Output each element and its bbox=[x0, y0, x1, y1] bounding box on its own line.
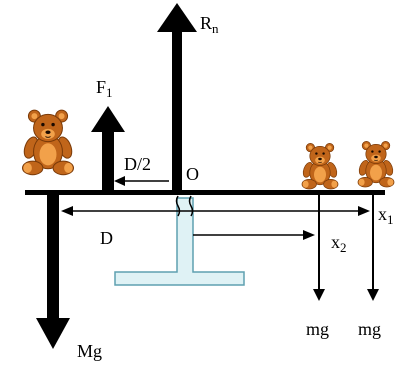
pivot-stand bbox=[114, 195, 245, 286]
half-distance-label: D/2 bbox=[124, 154, 151, 174]
large-weight-label: Mg bbox=[77, 341, 102, 361]
distance-x2-arrow bbox=[193, 230, 315, 240]
distance-x1-label: x1 bbox=[378, 204, 394, 227]
normal-force-arrow bbox=[157, 3, 197, 192]
distance-d-arrow bbox=[61, 206, 370, 216]
large-teddy-bear-icon bbox=[21, 109, 75, 176]
normal-force-label: Rn bbox=[200, 13, 219, 36]
half-distance-arrow bbox=[114, 176, 169, 186]
applied-force-label: F1 bbox=[96, 77, 113, 100]
distance-d-label: D bbox=[100, 228, 113, 248]
small-weight-label-2: mg bbox=[358, 319, 381, 339]
seesaw-beam bbox=[25, 190, 385, 195]
applied-force-arrow bbox=[91, 106, 125, 190]
pivot-label: O bbox=[186, 164, 199, 184]
large-weight-arrow bbox=[36, 195, 70, 349]
small-weight-arrow-2 bbox=[367, 195, 379, 301]
small-teddy-bear-icon bbox=[357, 141, 395, 188]
small-weight-label-1: mg bbox=[306, 319, 329, 339]
distance-x2-label: x2 bbox=[331, 232, 347, 255]
small-teddy-bear-icon bbox=[301, 143, 339, 190]
